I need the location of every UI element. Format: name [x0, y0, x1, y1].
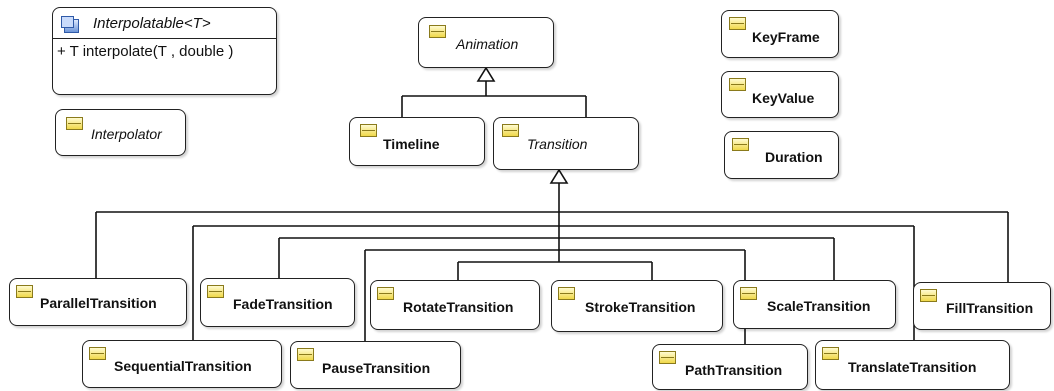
- class-icon: [732, 138, 749, 151]
- translate-transition-class-box[interactable]: TranslateTransition: [815, 340, 1010, 390]
- animation-generalization-arrow: [476, 66, 496, 82]
- class-name: Interpolator: [91, 126, 162, 142]
- class-icon: [822, 347, 839, 360]
- class-icon: [297, 348, 314, 361]
- transition-class-box[interactable]: Transition: [493, 117, 639, 170]
- class-name: Animation: [456, 36, 519, 52]
- animation-inheritance-lines: [401, 66, 587, 117]
- class-icon: [377, 287, 394, 300]
- class-name: ScaleTransition: [767, 298, 871, 314]
- class-icon: [207, 285, 224, 298]
- class-icon: [659, 351, 676, 364]
- interface-name: Interpolatable<T>: [93, 15, 211, 32]
- class-icon: [558, 287, 575, 300]
- path-transition-class-box[interactable]: PathTransition: [652, 344, 808, 390]
- sequential-transition-class-box[interactable]: SequentialTransition: [82, 340, 282, 388]
- rotate-transition-class-box[interactable]: RotateTransition: [370, 280, 540, 330]
- class-name: FadeTransition: [233, 296, 333, 312]
- interpolatable-interface-box[interactable]: Interpolatable<T> + T interpolate(T , do…: [52, 7, 277, 95]
- class-name: Duration: [765, 149, 823, 165]
- class-name: FillTransition: [946, 300, 1034, 316]
- class-name: KeyFrame: [752, 29, 820, 45]
- class-name: Transition: [527, 136, 588, 152]
- animation-class-box[interactable]: Animation: [418, 17, 554, 68]
- class-name: TranslateTransition: [848, 359, 977, 375]
- class-icon: [360, 124, 377, 137]
- duration-class-box[interactable]: Duration: [724, 131, 839, 179]
- parallel-transition-class-box[interactable]: ParallelTransition: [9, 278, 187, 326]
- class-name: SequentialTransition: [114, 358, 252, 374]
- interpolator-class-box[interactable]: Interpolator: [55, 109, 186, 156]
- stroke-transition-class-box[interactable]: StrokeTransition: [551, 280, 723, 332]
- class-name: Timeline: [383, 136, 440, 152]
- class-icon: [740, 287, 757, 300]
- class-name: PathTransition: [685, 362, 783, 378]
- class-icon: [66, 117, 83, 130]
- class-icon: [502, 124, 519, 137]
- timeline-class-box[interactable]: Timeline: [349, 117, 485, 166]
- transition-generalization-arrow: [549, 168, 569, 184]
- class-icon: [729, 78, 746, 91]
- class-name: ParallelTransition: [40, 295, 157, 311]
- scale-transition-class-box[interactable]: ScaleTransition: [733, 280, 896, 329]
- keyframe-class-box[interactable]: KeyFrame: [721, 10, 839, 58]
- class-icon: [89, 347, 106, 360]
- fill-transition-class-box[interactable]: FillTransition: [913, 282, 1051, 330]
- class-name: KeyValue: [752, 90, 815, 106]
- class-icon: [729, 17, 746, 30]
- class-name: PauseTransition: [322, 360, 431, 376]
- interface-divider: [53, 38, 276, 39]
- class-icon: [16, 285, 33, 298]
- class-icon: [920, 289, 937, 302]
- interface-method: + T interpolate(T , double ): [57, 43, 234, 60]
- keyvalue-class-box[interactable]: KeyValue: [721, 71, 839, 118]
- class-name: RotateTransition: [403, 299, 514, 315]
- interface-icon: [61, 16, 79, 33]
- class-icon: [429, 25, 446, 38]
- class-name: StrokeTransition: [585, 299, 696, 315]
- fade-transition-class-box[interactable]: FadeTransition: [200, 278, 355, 327]
- pause-transition-class-box[interactable]: PauseTransition: [290, 341, 461, 389]
